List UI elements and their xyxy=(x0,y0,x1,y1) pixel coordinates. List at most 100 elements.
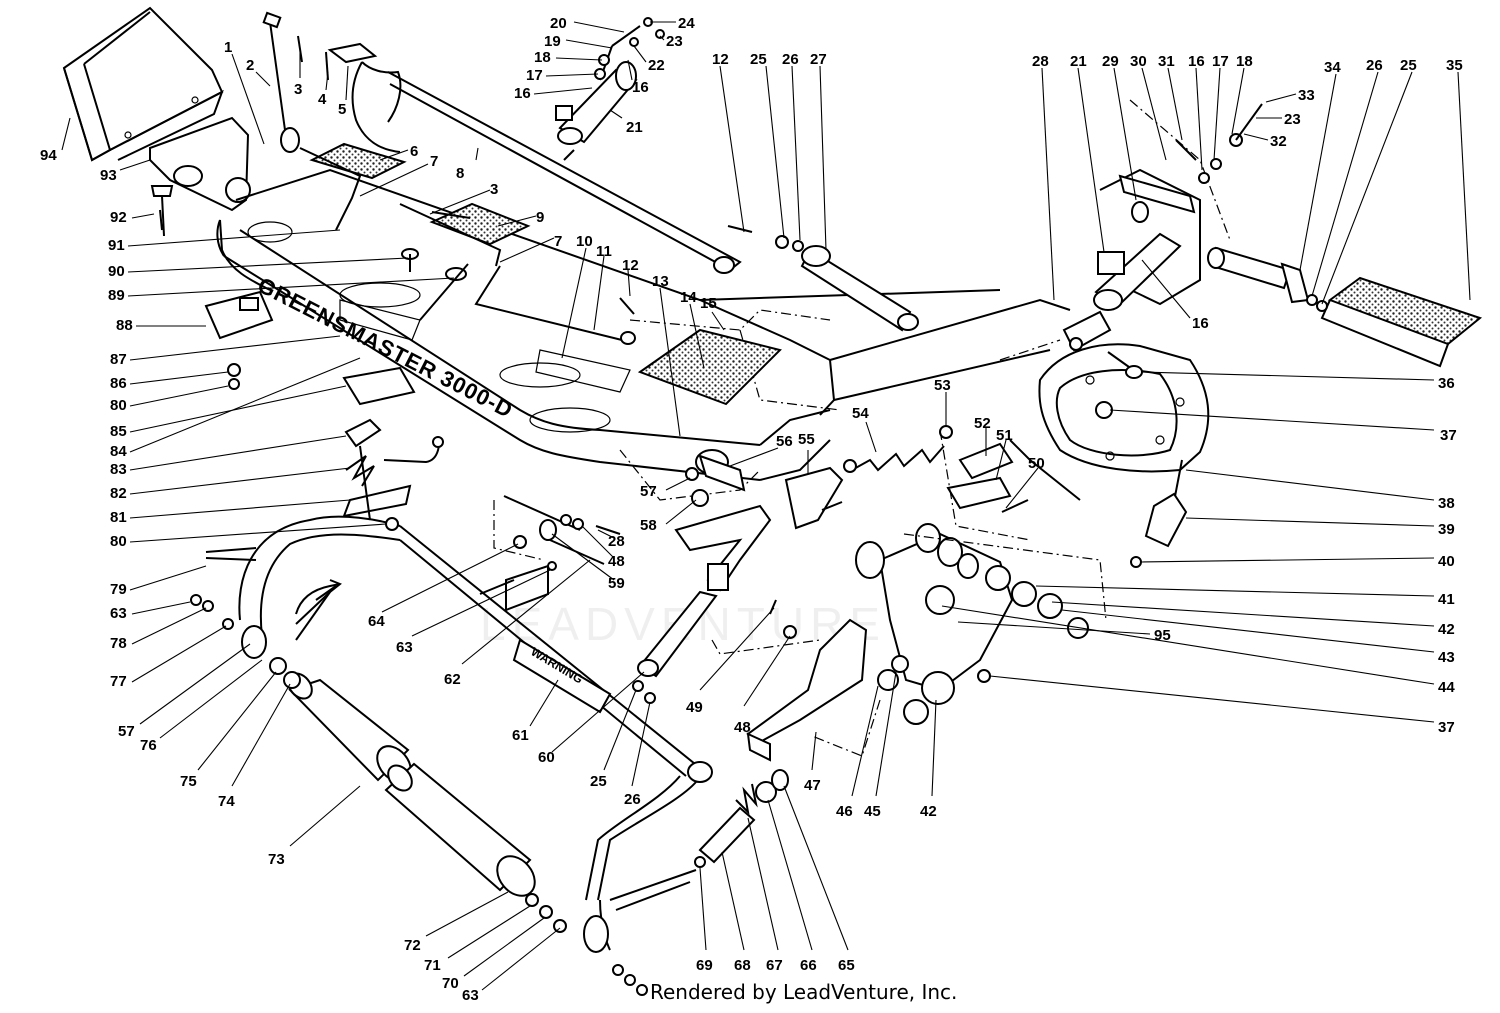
callout-64: 64 xyxy=(368,613,385,630)
callout-42b: 42 xyxy=(920,803,937,820)
callout-93: 93 xyxy=(100,167,117,184)
callout-18a: 18 xyxy=(534,49,551,66)
callout-25a: 25 xyxy=(750,51,767,68)
callout-72: 72 xyxy=(404,937,421,954)
callout-86: 86 xyxy=(110,375,127,392)
callout-32: 32 xyxy=(1270,133,1287,150)
footer-credit: Rendered by LeadVenture, Inc. xyxy=(650,980,958,1004)
callout-40: 40 xyxy=(1438,553,1455,570)
callout-16b: 16 xyxy=(632,79,649,96)
callout-74: 74 xyxy=(218,793,235,810)
callout-35: 35 xyxy=(1446,57,1463,74)
axle-bracket xyxy=(855,523,1107,725)
callout-19: 19 xyxy=(544,33,561,50)
callout-63a: 63 xyxy=(110,605,127,622)
bracket xyxy=(149,116,251,237)
right-pedal xyxy=(1207,246,1483,368)
transmission-housing xyxy=(999,99,1231,473)
pin-assembly-top xyxy=(775,235,919,332)
callout-49: 49 xyxy=(686,699,703,716)
callout-85: 85 xyxy=(110,423,127,440)
callout-70: 70 xyxy=(442,975,459,992)
callout-23a: 23 xyxy=(666,33,683,50)
pedal-assembly xyxy=(262,11,753,345)
callout-91: 91 xyxy=(108,237,125,254)
callout-17a: 17 xyxy=(526,67,543,84)
callout-41: 41 xyxy=(1438,591,1455,608)
callout-75: 75 xyxy=(180,773,197,790)
callout-45: 45 xyxy=(864,803,881,820)
callout-21b: 21 xyxy=(1070,53,1087,70)
callout-12b: 12 xyxy=(712,51,729,68)
callout-22: 22 xyxy=(648,57,665,74)
callout-48a: 48 xyxy=(608,553,625,570)
callout-88: 88 xyxy=(116,317,133,334)
callout-84: 84 xyxy=(110,443,127,460)
callout-65: 65 xyxy=(838,957,855,974)
foot-guard xyxy=(62,6,224,162)
callout-68: 68 xyxy=(734,957,751,974)
callout-46: 46 xyxy=(836,803,853,820)
callout-58: 58 xyxy=(640,517,657,534)
callout-17b: 17 xyxy=(1212,53,1229,70)
callout-80a: 80 xyxy=(110,397,127,414)
callout-56: 56 xyxy=(776,433,793,450)
callout-37a: 37 xyxy=(1440,427,1457,444)
callout-23b: 23 xyxy=(1284,111,1301,128)
callout-63c: 63 xyxy=(396,639,413,656)
callout-57a: 57 xyxy=(118,723,135,740)
callout-30: 30 xyxy=(1130,53,1147,70)
rollers xyxy=(190,594,648,996)
callout-43: 43 xyxy=(1438,649,1455,666)
callout-59: 59 xyxy=(608,575,625,592)
callout-53: 53 xyxy=(934,377,951,394)
callout-27: 27 xyxy=(810,51,827,68)
mid-lever xyxy=(632,504,881,762)
callout-87: 87 xyxy=(110,351,127,368)
callout-24: 24 xyxy=(678,15,695,32)
callouts: 94 93 92 91 90 89 88 87 86 80 85 84 83 8… xyxy=(40,15,1471,1004)
callout-13: 13 xyxy=(652,273,669,290)
callout-26c: 26 xyxy=(624,791,641,808)
callout-60: 60 xyxy=(538,749,555,766)
callout-26a: 26 xyxy=(782,51,799,68)
callout-25b: 25 xyxy=(1400,57,1417,74)
callout-83: 83 xyxy=(110,461,127,478)
callout-79: 79 xyxy=(110,581,127,598)
callout-26b: 26 xyxy=(1366,57,1383,74)
callout-1: 1 xyxy=(224,39,232,56)
callout-39: 39 xyxy=(1438,521,1455,538)
callout-36: 36 xyxy=(1438,375,1455,392)
callout-52: 52 xyxy=(974,415,991,432)
callout-14: 14 xyxy=(680,289,697,306)
center-bracket xyxy=(685,449,844,530)
callout-29: 29 xyxy=(1102,53,1119,70)
callout-80b: 80 xyxy=(110,533,127,550)
callout-21a: 21 xyxy=(626,119,643,136)
callout-10: 10 xyxy=(576,233,593,250)
callout-67: 67 xyxy=(766,957,783,974)
callout-44: 44 xyxy=(1438,679,1455,696)
callout-31: 31 xyxy=(1158,53,1175,70)
callout-78: 78 xyxy=(110,635,127,652)
callout-77: 77 xyxy=(110,673,127,690)
callout-90: 90 xyxy=(108,263,125,280)
right-bracket xyxy=(1130,459,1188,568)
callout-2: 2 xyxy=(246,57,254,74)
callout-16c: 16 xyxy=(1188,53,1205,70)
callout-37b: 37 xyxy=(1438,719,1455,736)
callout-63b: 63 xyxy=(462,987,479,1004)
callout-15: 15 xyxy=(700,295,717,312)
callout-9: 9 xyxy=(536,209,544,226)
callout-51: 51 xyxy=(996,427,1013,444)
callout-7a: 7 xyxy=(430,153,438,170)
frame-decal-text: GREENSMASTER 3000-D xyxy=(254,272,518,423)
callout-20: 20 xyxy=(550,15,567,32)
callout-47: 47 xyxy=(804,777,821,794)
upper-cylinder xyxy=(555,17,665,161)
callout-7b: 7 xyxy=(554,233,562,250)
callout-25c: 25 xyxy=(590,773,607,790)
callout-6: 6 xyxy=(410,143,418,160)
grip-pad xyxy=(637,328,782,406)
